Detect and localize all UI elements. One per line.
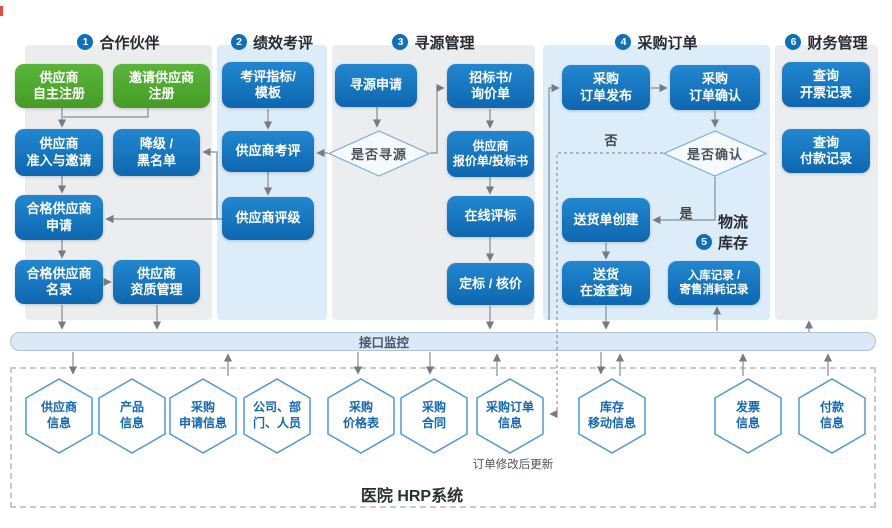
section-title-finance: 财务管理	[807, 34, 868, 52]
section-header-purchase-order: 4 采购订单	[543, 31, 770, 53]
node-po-confirm: 采购 订单确认	[670, 65, 760, 110]
section-number-icon-sourcing: 3	[392, 34, 409, 50]
hospital-hrp-label: 医院 HRP系统	[360, 488, 464, 505]
node-supplier-quote: 供应商 报价单/投标书	[447, 131, 534, 177]
hex-purchase-contract: 采购 合同	[400, 378, 468, 454]
section-title-logistics: 物流 库存	[718, 214, 749, 252]
edge-decision-sourcing-to-tender-inquiry	[430, 83, 445, 154]
section-header-sourcing: 3 寻源管理	[332, 31, 535, 53]
node-supplier-rating: 供应商评级	[222, 197, 314, 240]
node-delivery-transit-query: 送货 在途查询	[562, 261, 650, 305]
edge-label-yes: 是	[679, 206, 693, 221]
hex-price-list: 采购 价格表	[327, 378, 395, 454]
section-header-logistics: 5 物流 库存	[696, 212, 748, 254]
hex-label-inventory-movement: 库存 移动信息	[587, 400, 636, 430]
hex-label-po-info: 采购订单 信息	[485, 400, 534, 430]
edge-decision-confirm-to-hex-po-info	[549, 152, 663, 419]
edge-invite-supplier-register-to-merge-junction	[63, 108, 149, 118]
hex-product-info: 产品 信息	[98, 378, 166, 454]
hex-label-price-list: 采购 价格表	[342, 400, 379, 430]
hex-label-org-dept-staff: 公司、部 门、人员	[252, 400, 301, 430]
node-inbound-consignment: 入库记录 / 寄售消耗记录	[668, 261, 760, 305]
order-update-note: 订单修改后更新	[472, 459, 554, 471]
interface-monitoring-bar: 接口监控	[10, 332, 876, 351]
node-tender-inquiry: 招标书/ 询价单	[447, 64, 534, 108]
section-number-icon-finance: 6	[785, 34, 802, 50]
decision-confirm: 是否确认	[662, 129, 768, 177]
section-number-icon-partners: 1	[77, 34, 94, 50]
edge-award-pricing-to-po-publish	[548, 83, 560, 320]
interface-monitoring-label: 接口监控	[358, 336, 409, 350]
section-header-partners: 1 合作伙伴	[25, 31, 212, 53]
section-title-performance: 绩效考评	[252, 34, 313, 52]
node-eval-metrics: 考评指标/ 模板	[222, 62, 314, 108]
node-invoice-query: 查询 开票记录	[782, 62, 870, 107]
screen-edge-artifact	[0, 6, 3, 16]
section-number-icon-logistics: 5	[696, 234, 712, 250]
decision-label-confirm: 是否确认	[686, 146, 743, 162]
hex-label-invoice-info: 发票 信息	[735, 400, 760, 430]
hex-label-product-info: 产品 信息	[119, 400, 144, 430]
hex-purchase-request-info: 采购 申请信息	[169, 378, 237, 454]
hospital-hrp-container	[10, 367, 876, 508]
node-downgrade-blacklist: 降级 / 黑名单	[113, 129, 200, 176]
hex-invoice-info: 发票 信息	[714, 378, 782, 454]
section-number-icon-performance: 2	[230, 34, 247, 50]
node-invite-supplier-register: 邀请供应商 注册	[113, 64, 210, 108]
edge-decision-confirm-to-delivery-note-create	[652, 177, 716, 225]
hex-label-payment-info: 付款 信息	[819, 400, 844, 430]
section-number-icon-purchase-order: 4	[615, 34, 632, 50]
decision-label-sourcing: 是否寻源	[350, 146, 407, 162]
section-header-finance: 6 财务管理	[775, 31, 878, 53]
section-title-sourcing: 寻源管理	[414, 34, 475, 52]
decision-sourcing: 是否寻源	[327, 129, 431, 177]
section-title-partners: 合作伙伴	[99, 34, 160, 52]
hex-org-dept-staff: 公司、部 门、人员	[243, 378, 311, 454]
node-sourcing-apply: 寻源申请	[335, 64, 417, 107]
hex-label-purchase-request-info: 采购 申请信息	[178, 400, 227, 430]
hex-inventory-movement: 库存 移动信息	[578, 378, 646, 454]
edge-supplier-rating-to-downgrade-blacklist	[202, 147, 218, 219]
section-title-purchase-order: 采购订单	[637, 34, 698, 52]
hex-label-purchase-contract: 采购 合同	[421, 400, 446, 430]
hex-supplier-info: 供应商 信息	[25, 378, 93, 454]
node-online-bid-eval: 在线评标	[447, 196, 534, 237]
node-po-publish: 采购 订单发布	[562, 65, 650, 110]
node-award-pricing: 定标 / 核价	[447, 263, 534, 305]
hex-label-supplier-info: 供应商 信息	[40, 400, 77, 430]
node-supplier-qualification: 供应商 资质管理	[113, 260, 200, 304]
hex-po-info: 采购订单 信息	[476, 378, 544, 454]
node-supplier-self-register: 供应商 自主注册	[15, 64, 103, 108]
node-delivery-note-create: 送货单创建	[562, 198, 650, 242]
node-supplier-eval: 供应商考评	[222, 131, 314, 172]
section-header-performance: 2 绩效考评	[217, 31, 327, 53]
node-supplier-admission: 供应商 准入与邀请	[15, 129, 103, 176]
node-payment-query: 查询 付款记录	[782, 129, 870, 173]
node-qualified-supplier-list: 合格供应商 名录	[15, 260, 103, 304]
hex-payment-info: 付款 信息	[798, 378, 866, 454]
edge-label-no: 否	[604, 133, 618, 148]
node-qualified-supplier-apply: 合格供应商 申请	[15, 195, 103, 240]
